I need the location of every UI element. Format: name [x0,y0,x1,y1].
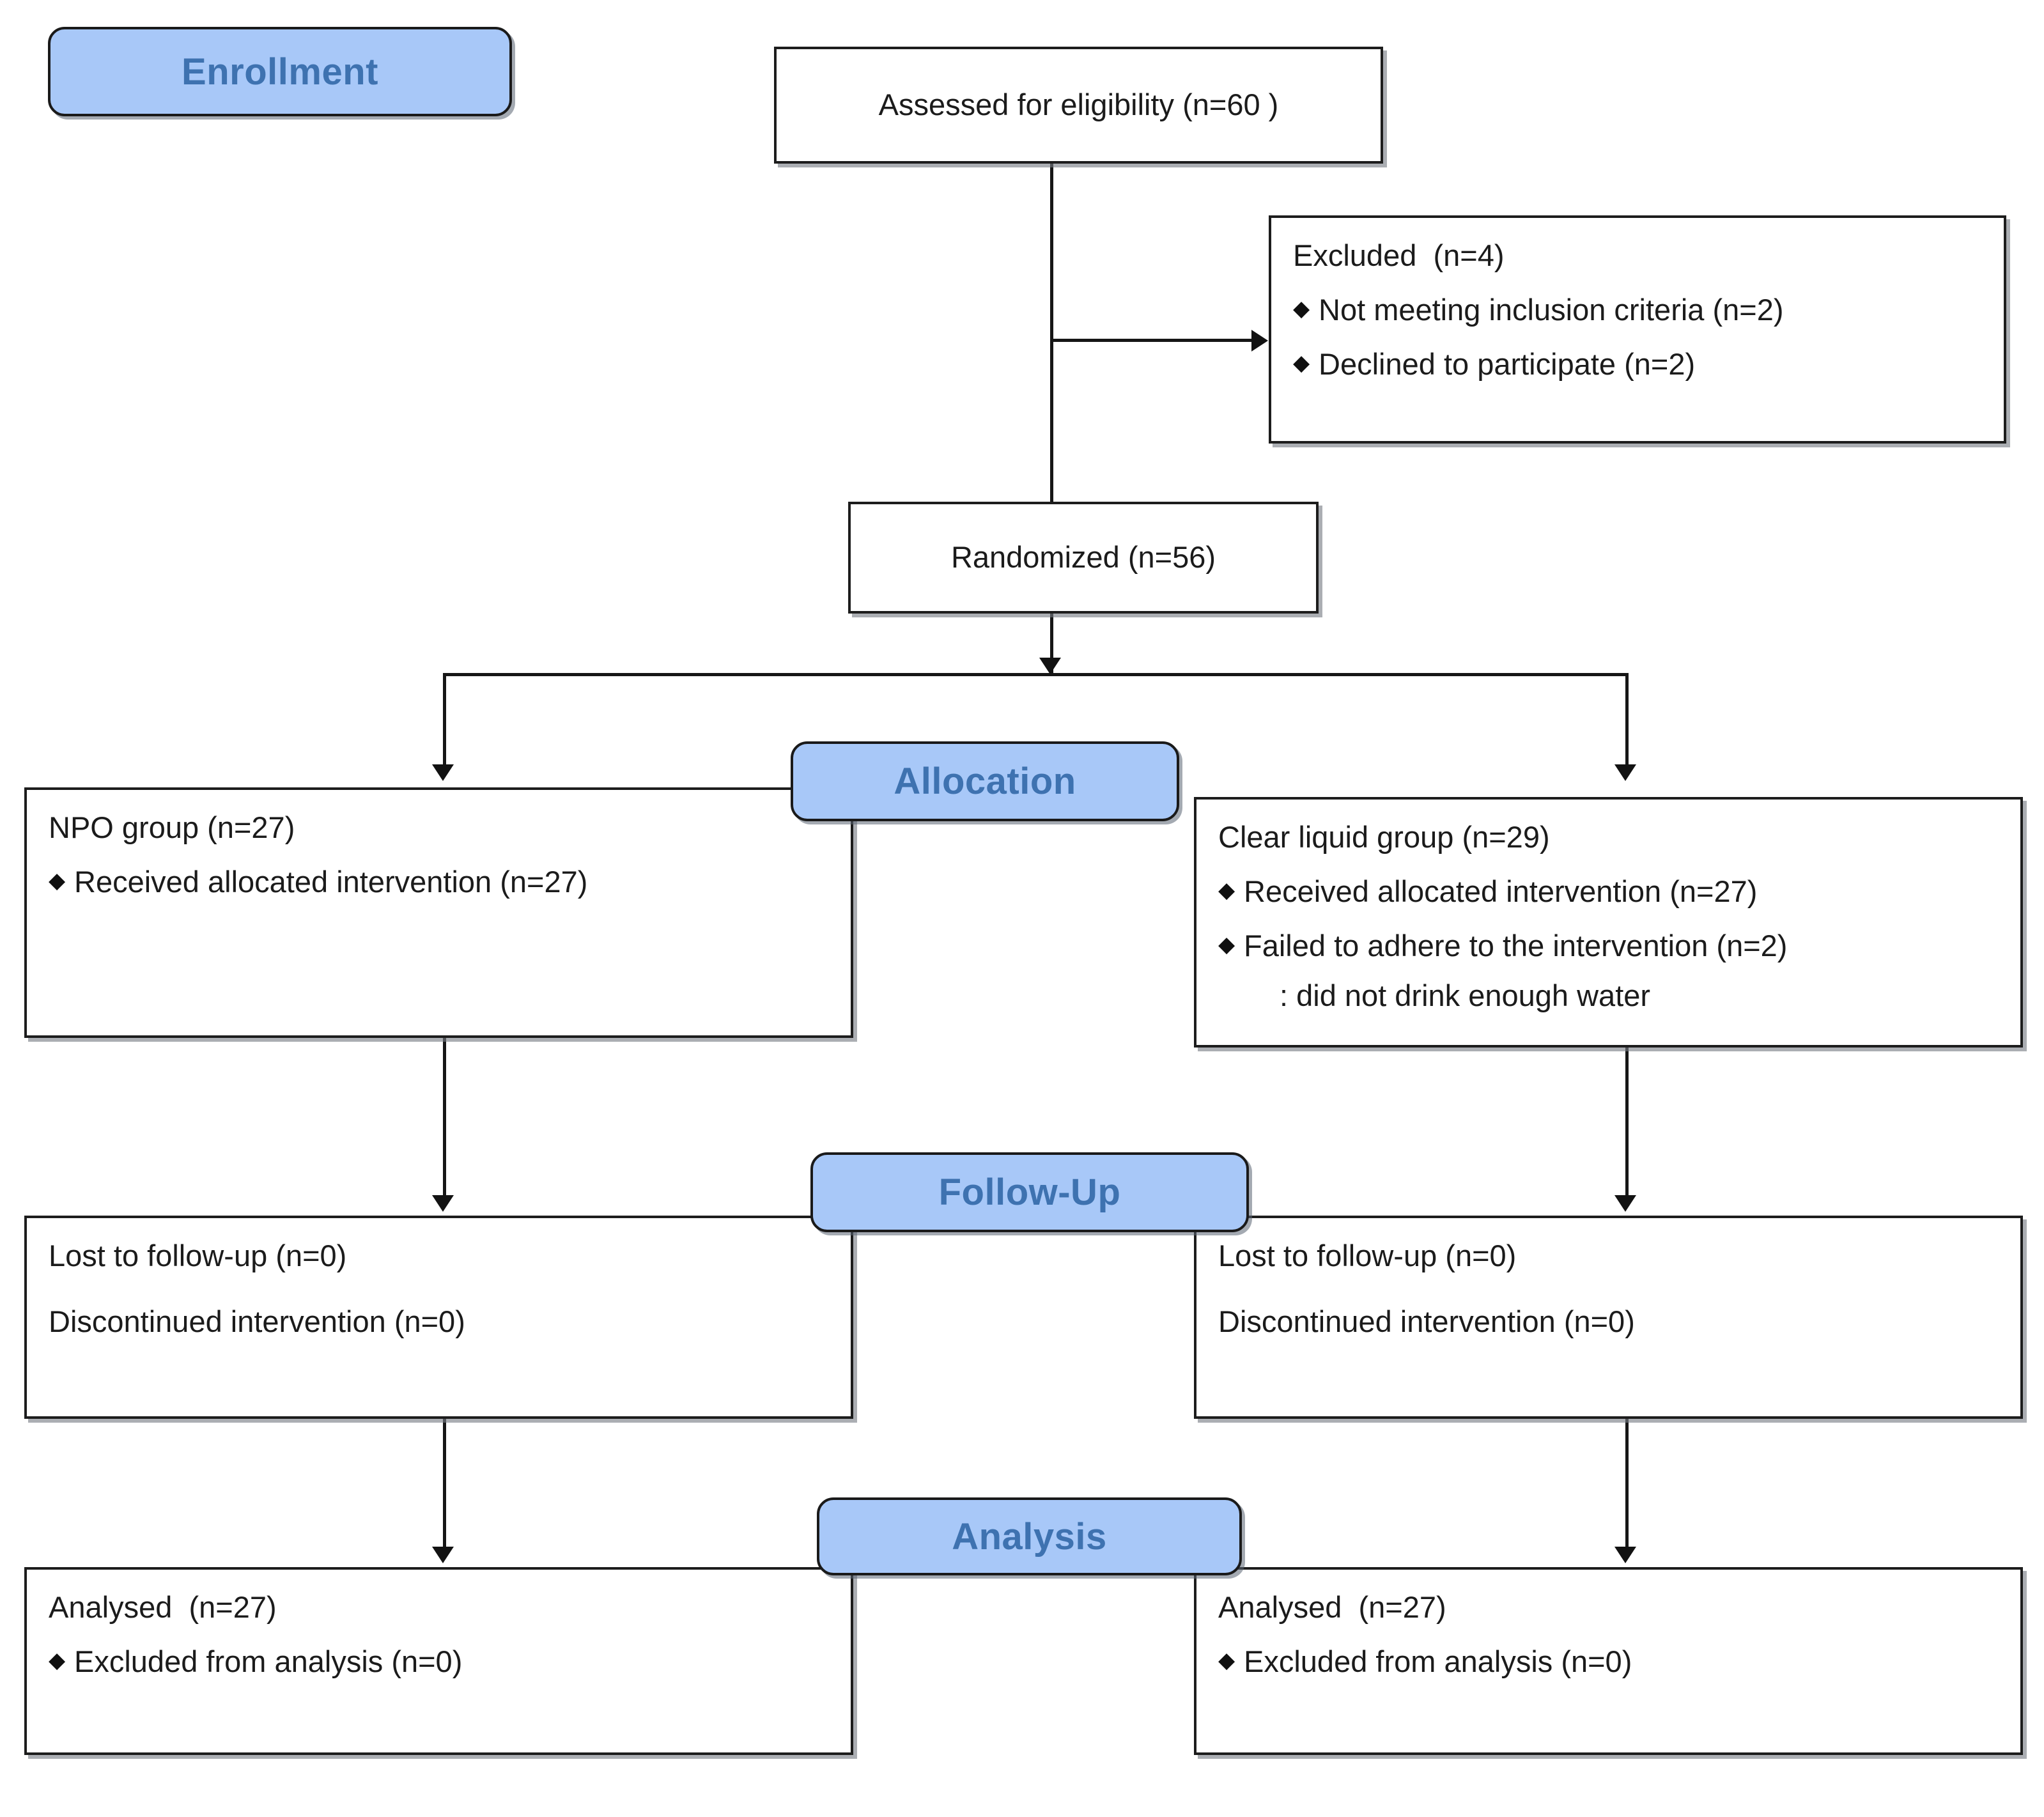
analysis-right-box: Analysed (n=27) ◆ Excluded from analysis… [1194,1567,2023,1755]
assessed-for-eligibility-text: Assessed for eligibility (n=60 ) [878,88,1279,122]
analysis-right-item-0: ◆ Excluded from analysis (n=0) [1218,1643,1999,1681]
arrowhead-followup-right [1614,1195,1636,1212]
excluded-item-0-label: Not meeting inclusion criteria (n=2) [1319,292,1784,327]
stage-badge-enrollment: Enrollment [48,27,512,116]
arrowhead-to-excluded [1251,330,1268,352]
stage-badge-analysis: Analysis [817,1497,1242,1575]
randomized-text: Randomized (n=56) [950,540,1216,575]
excluded-item-0: ◆ Not meeting inclusion criteria (n=2) [1293,291,1982,329]
allocation-right-item-0-label: Received allocated intervention (n=27) [1244,874,1758,908]
allocation-right-item-1: ◆ Failed to adhere to the intervention (… [1218,927,1999,965]
stage-badge-allocation: Allocation [791,741,1179,821]
bullet-diamond-icon: ◆ [1293,350,1310,375]
bullet-diamond-icon: ◆ [49,1648,66,1673]
stage-badge-followup: Follow-Up [810,1152,1249,1232]
arrowhead-randomized-split [1039,658,1061,674]
stage-badge-followup-label: Follow-Up [938,1171,1121,1213]
allocation-right-box: Clear liquid group (n=29) ◆ Received all… [1194,797,2023,1048]
connector-split-bar [443,673,1629,676]
connector-split-right-drop [1625,673,1629,773]
followup-left-line-1: Lost to follow-up (n=0) [49,1239,347,1272]
allocation-left-box: NPO group (n=27) ◆ Received allocated in… [24,787,853,1038]
bullet-diamond-icon: ◆ [1218,1648,1235,1673]
connector-followup-right-to-analysis [1625,1419,1629,1556]
allocation-right-item-1-label: Failed to adhere to the intervention (n=… [1244,928,1788,963]
bullet-diamond-icon: ◆ [1218,878,1235,902]
followup-right-box: Lost to follow-up (n=0) Discontinued int… [1194,1216,2023,1419]
connector-assessed-to-excluded [1050,339,1255,342]
stage-badge-enrollment-label: Enrollment [182,50,378,93]
followup-right-line-1: Lost to follow-up (n=0) [1218,1239,1517,1272]
connector-allocation-right-to-followup [1625,1048,1629,1204]
stage-badge-analysis-label: Analysis [952,1515,1107,1558]
allocation-right-item-0: ◆ Received allocated intervention (n=27) [1218,873,1999,911]
followup-left-line-2: Discontinued intervention (n=0) [49,1304,465,1338]
analysis-left-item-0: ◆ Excluded from analysis (n=0) [49,1643,829,1681]
bullet-diamond-icon: ◆ [1218,932,1235,957]
excluded-title: Excluded (n=4) [1293,238,1505,272]
connector-split-left-drop [443,673,446,773]
allocation-right-title: Clear liquid group (n=29) [1218,820,1550,854]
allocation-left-item-0: ◆ Received allocated intervention (n=27) [49,863,829,901]
allocation-left-item-0-label: Received allocated intervention (n=27) [74,864,588,899]
arrowhead-allocation-left [432,764,454,781]
assessed-for-eligibility-box: Assessed for eligibility (n=60 ) [774,47,1383,164]
arrowhead-followup-left [432,1195,454,1212]
connector-allocation-left-to-followup [443,1038,446,1204]
bullet-diamond-icon: ◆ [1293,296,1310,321]
analysis-right-item-0-label: Excluded from analysis (n=0) [1244,1644,1632,1678]
arrowhead-analysis-right [1614,1547,1636,1563]
excluded-item-1-label: Declined to participate (n=2) [1319,346,1696,381]
connector-randomized-down [1050,614,1053,674]
analysis-left-item-0-label: Excluded from analysis (n=0) [74,1644,463,1678]
followup-left-box: Lost to follow-up (n=0) Discontinued int… [24,1216,853,1419]
followup-right-line-2: Discontinued intervention (n=0) [1218,1304,1635,1338]
randomized-box: Randomized (n=56) [848,502,1319,614]
arrowhead-analysis-left [432,1547,454,1563]
bullet-diamond-icon: ◆ [49,868,66,893]
analysis-right-title: Analysed (n=27) [1218,1590,1446,1624]
stage-badge-allocation-label: Allocation [894,761,1076,802]
excluded-item-1: ◆ Declined to participate (n=2) [1293,346,1982,383]
connector-assessed-to-randomized [1050,164,1053,502]
allocation-left-title: NPO group (n=27) [49,810,295,844]
excluded-box: Excluded (n=4) ◆ Not meeting inclusion c… [1269,215,2006,444]
connector-followup-left-to-analysis [443,1419,446,1556]
analysis-left-title: Analysed (n=27) [49,1590,277,1624]
allocation-right-subline: : did not drink enough water [1280,978,1651,1013]
analysis-left-box: Analysed (n=27) ◆ Excluded from analysis… [24,1567,853,1755]
arrowhead-allocation-right [1614,764,1636,781]
